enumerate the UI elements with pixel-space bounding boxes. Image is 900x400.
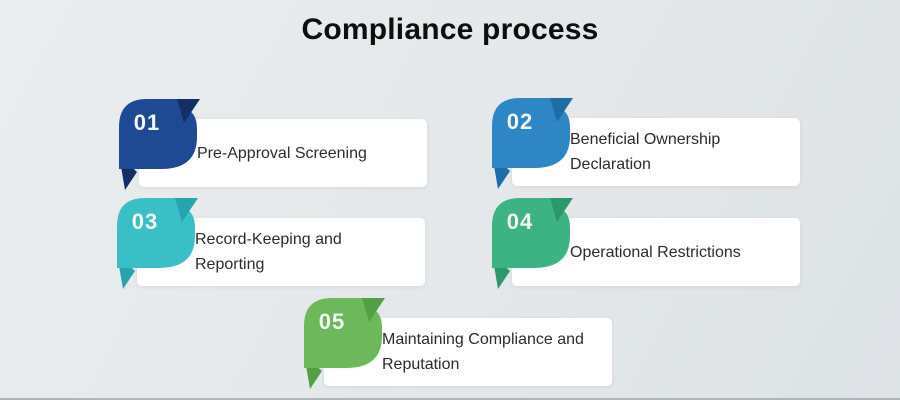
badge-fold-shape <box>550 198 573 222</box>
step-label: Operational Restrictions <box>570 243 741 261</box>
leaf-badge-icon <box>117 198 198 289</box>
step-item-4: Operational Restrictions 04 <box>486 196 876 298</box>
step-number: 04 <box>506 209 534 234</box>
leaf-badge-icon <box>119 99 200 190</box>
leaf-badge-icon <box>492 198 573 289</box>
badge-body-shape <box>119 99 197 169</box>
badge-body-shape <box>492 98 570 168</box>
badge-body-shape <box>117 198 195 268</box>
step-label: Maintaining Compliance and Reputation <box>382 331 584 373</box>
step-number: 03 <box>131 209 159 234</box>
bottom-edge-divider <box>0 398 900 400</box>
badge-fold-shape <box>175 198 198 222</box>
page-title: Compliance process <box>301 13 599 46</box>
badge-fold-shape <box>550 98 573 122</box>
step-item-5: Maintaining Compliance and Reputation 05 <box>298 296 688 398</box>
badge-fold-shape <box>177 99 200 123</box>
step-number: 05 <box>318 309 346 334</box>
step-label: Record-Keeping and Reporting <box>195 231 342 273</box>
step-item-1: Pre-Approval Screening 01 <box>113 97 503 199</box>
badge-body-shape <box>492 198 570 268</box>
step-label: Beneficial Ownership Declaration <box>570 131 721 173</box>
step-item-2: Beneficial Ownership Declaration 02 <box>486 96 876 198</box>
badge-fold-shape <box>362 298 385 322</box>
badge-body-shape <box>304 298 382 368</box>
leaf-badge-icon <box>304 298 385 389</box>
step-number: 01 <box>133 110 161 135</box>
step-label: Pre-Approval Screening <box>197 144 367 162</box>
step-number: 02 <box>506 109 534 134</box>
leaf-badge-icon <box>492 98 573 189</box>
step-item-3: Record-Keeping and Reporting 03 <box>111 196 501 298</box>
